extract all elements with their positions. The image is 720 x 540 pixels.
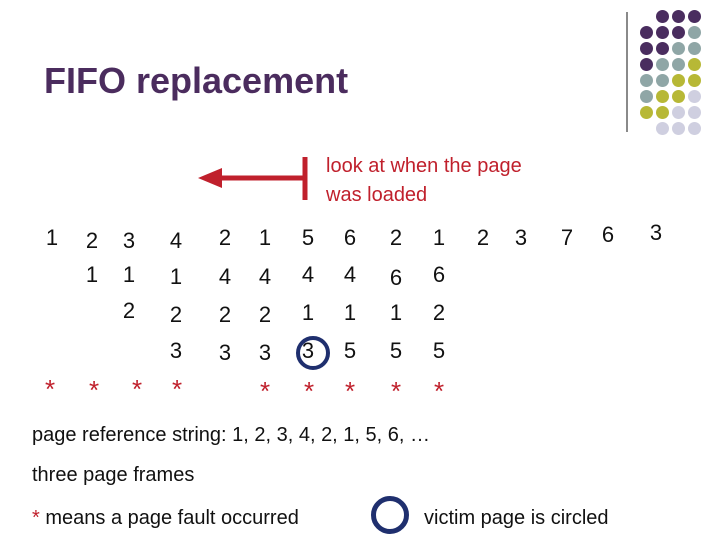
ref-cell: 3 — [506, 225, 536, 251]
ref-cell: 2 — [468, 225, 498, 251]
frame-cell: 2 — [210, 302, 240, 328]
ref-cell: 2 — [77, 228, 107, 254]
frame-cell: 3 — [161, 338, 191, 364]
frame-cell: 1 — [381, 300, 411, 326]
frame-cell: 3 — [250, 340, 280, 366]
frame-cell: 4 — [335, 262, 365, 288]
legend-circle-icon — [371, 496, 409, 534]
fault-star: * — [162, 376, 192, 402]
frame-cell: 1 — [77, 262, 107, 288]
fault-star: * — [250, 378, 280, 404]
fault-star: * — [122, 376, 152, 402]
annotation-line-2: was loaded — [326, 181, 522, 210]
fault-star: * — [381, 378, 411, 404]
frame-cell: 3 — [210, 340, 240, 366]
frame-cell: 4 — [250, 264, 280, 290]
frame-cell: 2 — [424, 300, 454, 326]
frame-cell: 5 — [335, 338, 365, 364]
annotation-line-1: look at when the page — [326, 152, 522, 181]
fault-star: * — [79, 377, 109, 403]
legend-victim-text: victim page is circled — [424, 507, 609, 530]
ref-cell: 6 — [593, 222, 623, 248]
ref-cell: 6 — [335, 225, 365, 251]
frame-cell: 5 — [381, 338, 411, 364]
frame-cell: 2 — [161, 302, 191, 328]
frame-cell: 2 — [114, 298, 144, 324]
ref-cell: 1 — [424, 225, 454, 251]
legend-fault-text: means a page fault occurred — [40, 507, 299, 529]
frames-text: three page frames — [32, 464, 194, 487]
ref-cell: 5 — [293, 225, 323, 251]
fault-star: * — [424, 378, 454, 404]
victim-circle — [296, 336, 330, 370]
fault-star: * — [335, 378, 365, 404]
frame-cell: 1 — [161, 264, 191, 290]
frame-cell: 4 — [293, 262, 323, 288]
ref-cell: 1 — [250, 225, 280, 251]
frame-cell: 6 — [381, 265, 411, 291]
fault-star: * — [35, 376, 65, 402]
frame-cell: 1 — [293, 300, 323, 326]
ref-cell: 1 — [37, 225, 67, 251]
frame-cell: 2 — [250, 302, 280, 328]
fault-star: * — [294, 378, 324, 404]
annotation-note: look at when the page was loaded — [326, 152, 522, 210]
fault-legend: * means a page fault occurred — [32, 507, 299, 530]
frame-cell: 4 — [210, 264, 240, 290]
frame-cell: 5 — [424, 338, 454, 364]
reference-string-text: page reference string: 1, 2, 3, 4, 2, 1,… — [32, 424, 430, 447]
frame-cell: 1 — [335, 300, 365, 326]
ref-cell: 3 — [641, 220, 671, 246]
frame-cell: 1 — [114, 262, 144, 288]
ref-cell: 2 — [381, 225, 411, 251]
frame-cell: 6 — [424, 262, 454, 288]
ref-cell: 3 — [114, 228, 144, 254]
ref-cell: 7 — [552, 225, 582, 251]
ref-cell: 2 — [210, 225, 240, 251]
legend-star: * — [32, 507, 40, 529]
ref-cell: 4 — [161, 228, 191, 254]
